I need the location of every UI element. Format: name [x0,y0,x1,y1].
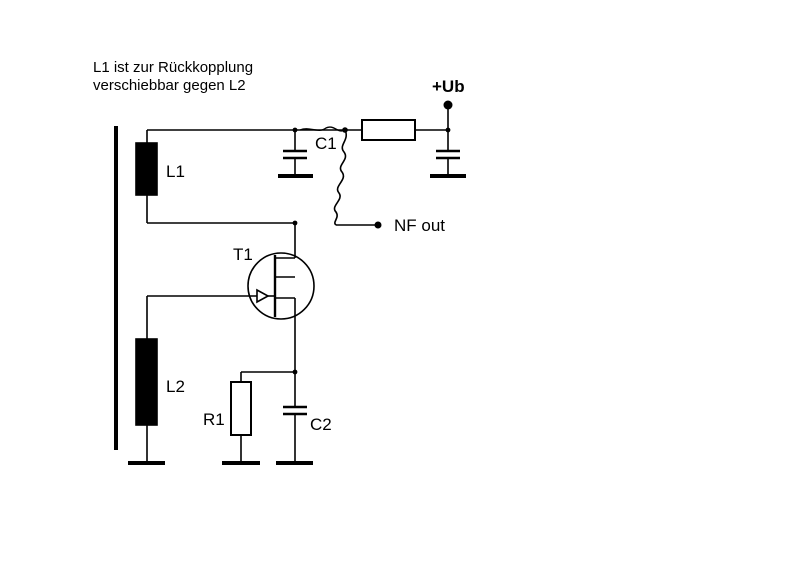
label-l2: L2 [166,377,185,396]
label-c2: C2 [310,415,332,434]
label-r1: R1 [203,410,225,429]
junction-nf [342,127,348,133]
junction-supply [445,127,451,133]
label-nf-out: NF out [394,216,445,235]
note-line-2: verschiebbar gegen L2 [93,77,246,94]
junction-source [292,369,298,375]
label-c1: C1 [315,134,337,153]
junction-c1 [292,127,298,133]
transistor-t1-circle [247,252,315,320]
wire-twist-top [299,126,346,132]
note-line-1: L1 ist zur Rückkopplung [93,59,254,76]
nf-out-terminal [374,221,382,229]
supply-terminal [443,100,453,110]
inductor-l1 [135,142,158,196]
label-supply: +Ub [432,77,465,96]
resistor-r1 [230,381,252,436]
label-t1: T1 [233,245,253,264]
junction-drain [292,220,298,226]
wire-nf-out-twisted [333,129,347,226]
inductor-l2 [135,338,158,426]
resistor-supply [361,119,416,141]
label-l1: L1 [166,162,185,181]
transistor-t1-gate-arrow [256,288,270,304]
